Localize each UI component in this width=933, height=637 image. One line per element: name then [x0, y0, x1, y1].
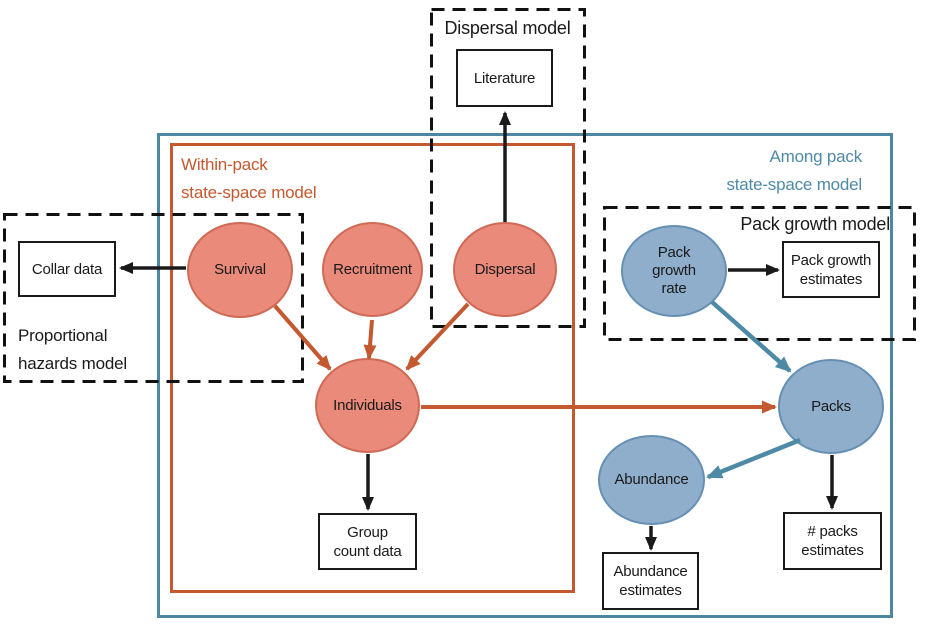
- group-count-data-line1: Group: [347, 523, 388, 541]
- pack-growth-rate-line3: rate: [661, 280, 687, 297]
- proportional-hazards-title: Proportional hazards model: [18, 322, 278, 378]
- pack-growth-estimates-line2: estimates: [799, 270, 863, 288]
- proportional-hazards-title-line2: hazards model: [18, 354, 127, 373]
- abundance-node: Abundance: [598, 435, 705, 525]
- pack-growth-rate-line2: growth: [652, 262, 696, 279]
- num-packs-estimates-box: # packs estimates: [783, 512, 882, 570]
- within-pack-title: Within-pack state-space model: [181, 151, 401, 207]
- within-pack-title-line1: Within-pack: [181, 155, 268, 174]
- recruitment-node: Recruitment: [322, 222, 423, 317]
- abundance-estimates-line2: estimates: [619, 582, 682, 599]
- dispersal-node: Dispersal: [453, 222, 557, 317]
- among-pack-title-line2: state-space model: [726, 175, 862, 194]
- pack-growth-estimates-box: Pack growth estimates: [782, 241, 880, 298]
- pack-growth-rate-line1: Pack: [657, 244, 691, 261]
- among-pack-title-line1: Among pack: [769, 147, 863, 166]
- num-packs-estimates-line1: # packs: [807, 523, 858, 540]
- abundance-estimates-line1: Abundance: [613, 563, 688, 580]
- dispersal-model-title: Dispersal model: [444, 18, 571, 38]
- individuals-node: Individuals: [315, 358, 420, 453]
- within-pack-title-line2: state-space model: [181, 183, 317, 202]
- survival-node: Survival: [187, 222, 293, 318]
- among-pack-title: Among pack state-space model: [600, 143, 862, 199]
- packs-node: Packs: [778, 359, 884, 454]
- group-count-data-line2: count data: [333, 542, 402, 560]
- num-packs-estimates-line2: estimates: [801, 542, 864, 559]
- pack-growth-estimates-line1: Pack growth: [790, 251, 872, 269]
- literature-box: Literature: [456, 49, 553, 107]
- group-count-data-box: Group count data: [318, 513, 417, 570]
- proportional-hazards-title-line1: Proportional: [18, 326, 108, 345]
- abundance-estimates-box: Abundance estimates: [602, 552, 699, 610]
- pack-growth-rate-node: Pack growth rate: [621, 225, 727, 317]
- collar-data-box: Collar data: [18, 241, 116, 297]
